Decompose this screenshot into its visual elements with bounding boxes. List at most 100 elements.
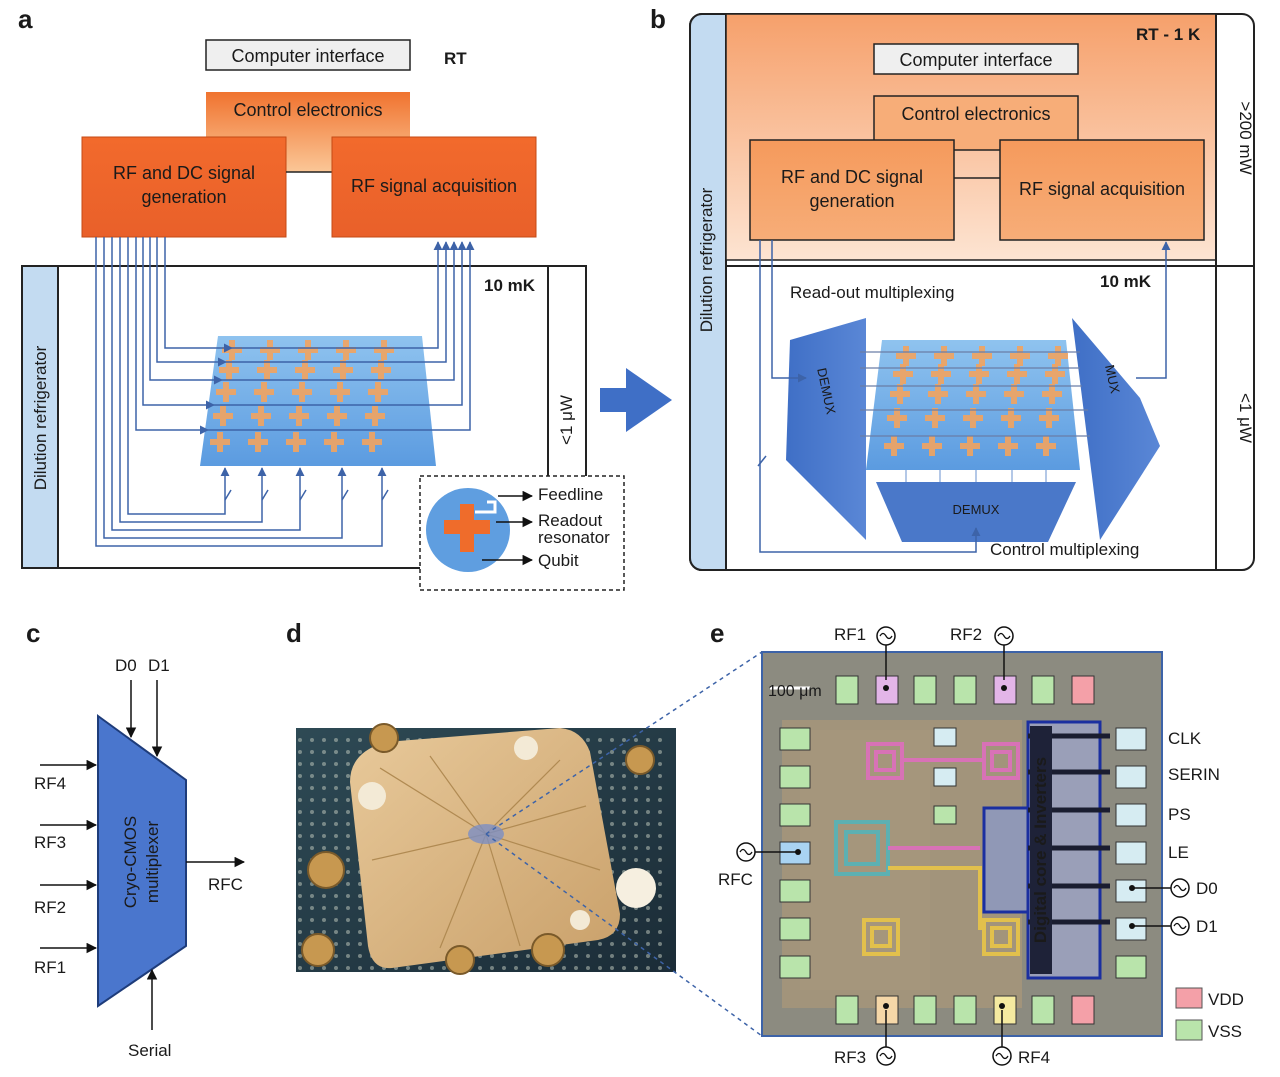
legend-vdd-swatch: [1175, 987, 1203, 1009]
pad-bottom: [835, 995, 859, 1025]
board-via: [358, 966, 362, 970]
board-via: [334, 738, 338, 742]
board-via: [310, 966, 314, 970]
board-via: [634, 966, 638, 970]
pin-rf2: RF2: [950, 625, 982, 644]
board-via: [646, 858, 650, 862]
board-via: [586, 738, 590, 742]
pad-left: [779, 803, 811, 827]
board-via: [334, 846, 338, 850]
board-via: [622, 846, 626, 850]
serial-label: Serial: [128, 1041, 171, 1060]
mux-wires: [757, 240, 1171, 553]
board-via: [634, 846, 638, 850]
board-via: [346, 870, 350, 874]
board-via: [322, 846, 326, 850]
pad-right: [1115, 803, 1147, 827]
board-via: [358, 750, 362, 754]
panel-c-label: c: [26, 618, 40, 648]
board-via: [334, 762, 338, 766]
board-via: [622, 942, 626, 946]
legend-feedline: Feedline: [538, 485, 603, 504]
board-via: [442, 966, 446, 970]
board-via: [322, 906, 326, 910]
board-via: [598, 750, 602, 754]
board-via: [658, 918, 662, 922]
board-via: [574, 966, 578, 970]
board-via: [490, 966, 494, 970]
board-via: [334, 786, 338, 790]
rf-acquisition-label: RF signal acquisition: [351, 176, 517, 196]
board-via: [634, 834, 638, 838]
board-via: [346, 858, 350, 862]
board-via: [658, 786, 662, 790]
power-bottom-label: <1 μW: [1236, 393, 1255, 443]
board-via: [298, 918, 302, 922]
pad-right: [1115, 879, 1147, 903]
pad-top: [953, 675, 977, 705]
pad-left: [779, 917, 811, 941]
board-via: [298, 870, 302, 874]
board-via: [298, 858, 302, 862]
board-via: [310, 894, 314, 898]
temp-label: 10 mK: [484, 276, 536, 295]
board-via: [346, 786, 350, 790]
board-via: [298, 966, 302, 970]
board-via: [610, 738, 614, 742]
rf-dc-generation-box-b: [749, 139, 955, 241]
board-via: [622, 774, 626, 778]
cryo-cmos-multiplexer-block: [97, 714, 187, 1008]
qubit-array-chip: [200, 336, 436, 466]
board-via: [490, 954, 494, 958]
board-via: [646, 966, 650, 970]
board-via: [598, 762, 602, 766]
board-via: [634, 822, 638, 826]
panel-b: b Dilution refrigerator RT - 1 K >200 mW…: [650, 4, 1255, 571]
pad-inner: [933, 727, 957, 747]
board-via: [598, 738, 602, 742]
board-via: [358, 954, 362, 958]
board-via: [406, 966, 410, 970]
output-rfc: RFC: [208, 875, 243, 894]
transition-arrow-icon: [600, 368, 672, 432]
sample-pcb: [350, 728, 620, 969]
dilution-refrigerator-b: Dilution refrigerator: [697, 187, 716, 332]
board-via: [334, 894, 338, 898]
board-via: [346, 762, 350, 766]
pad-top: [1031, 675, 1055, 705]
board-via: [322, 966, 326, 970]
board-via: [658, 750, 662, 754]
pin-serin: SERIN: [1168, 765, 1220, 784]
board-via: [310, 822, 314, 826]
board-via: [658, 906, 662, 910]
pin-d1: D1: [1196, 917, 1218, 936]
board-via: [658, 930, 662, 934]
board-via: [646, 798, 650, 802]
board-via: [658, 810, 662, 814]
legend-readout-line1: Readout: [538, 511, 603, 530]
board-via: [298, 774, 302, 778]
board-via: [322, 762, 326, 766]
board-via: [658, 738, 662, 742]
board-via: [634, 858, 638, 862]
board-via: [334, 822, 338, 826]
board-via: [646, 822, 650, 826]
fridge-side-band: [21, 265, 59, 569]
board-via: [310, 786, 314, 790]
board-via: [658, 846, 662, 850]
board-via: [646, 786, 650, 790]
board-via: [646, 810, 650, 814]
board-via: [610, 774, 614, 778]
board-via: [298, 894, 302, 898]
board-via: [346, 846, 350, 850]
rf-acquisition-b: RF signal acquisition: [1019, 179, 1185, 199]
scale-bar-label: 100 μm: [768, 683, 822, 700]
rt-range-label: RT - 1 K: [1136, 25, 1201, 44]
rf-dc-line2: generation: [141, 187, 226, 207]
board-via: [622, 750, 626, 754]
board-via: [310, 774, 314, 778]
board-via: [334, 798, 338, 802]
board-via: [658, 798, 662, 802]
board-via: [334, 942, 338, 946]
bond-pads: [779, 675, 1147, 1025]
